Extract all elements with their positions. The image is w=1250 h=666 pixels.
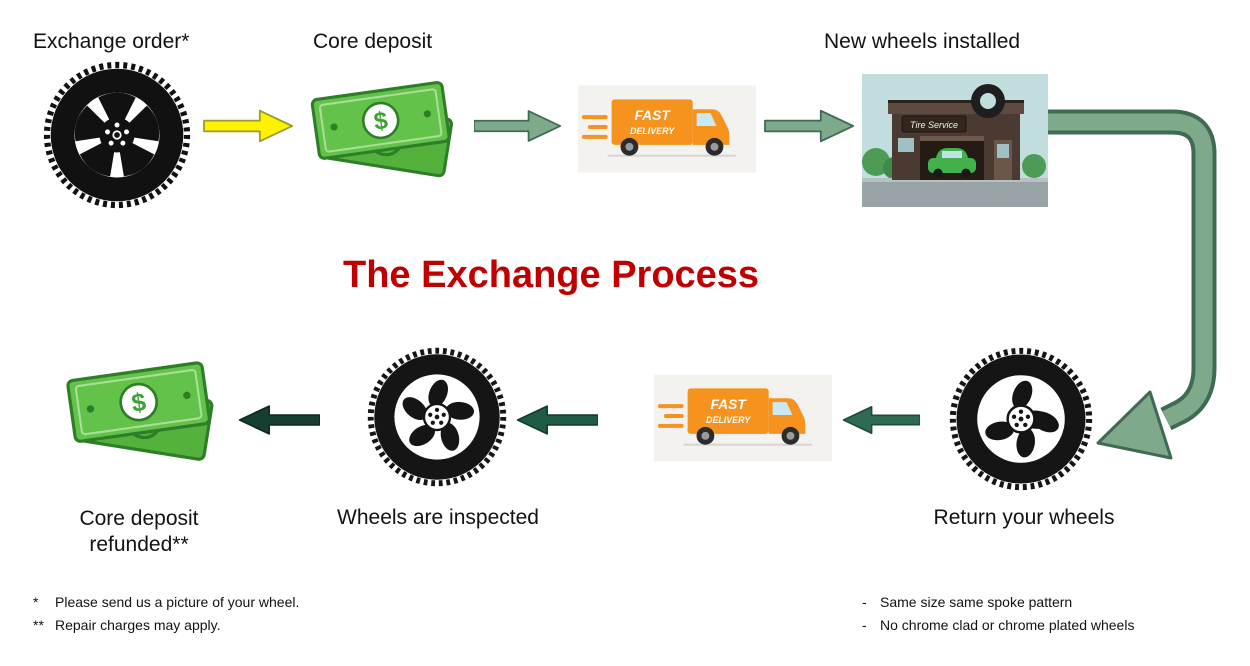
money-icon: $ $ <box>66 361 214 461</box>
footnote-text: No chrome clad or chrome plated wheels <box>880 617 1135 633</box>
svg-text:DELIVERY: DELIVERY <box>630 126 675 136</box>
page-title: The Exchange Process <box>343 254 760 296</box>
label-wheels-are-inspected: Wheels are inspected <box>337 506 539 529</box>
white-wheel-icon <box>949 347 1093 491</box>
arrow-left-dark-green <box>516 405 598 435</box>
svg-text:$: $ <box>372 107 390 136</box>
black-wheel-icon <box>43 61 191 209</box>
arrow-right-yellow <box>203 109 294 143</box>
label-new-wheels-installed: New wheels installed <box>824 30 1021 53</box>
footnote-row: ** Repair charges may apply. <box>33 617 299 633</box>
label-return-your-wheels: Return your wheels <box>933 506 1115 529</box>
arrow-left-darkest-green <box>238 405 320 435</box>
footnote-marker: ** <box>33 617 44 633</box>
delivery-truck-icon: FAST DELIVERY <box>654 374 832 462</box>
arrow-left-dark-green <box>842 405 920 435</box>
svg-text:FAST: FAST <box>634 107 671 123</box>
label-core-deposit: Core deposit <box>313 30 433 53</box>
footnote-marker: - <box>862 617 867 633</box>
footnote-row: - Same size same spoke pattern <box>862 594 1134 610</box>
tire-shop-icon: Tire Service <box>862 74 1048 207</box>
footnote-row: - No chrome clad or chrome plated wheels <box>862 617 1134 633</box>
arrow-right-green <box>764 109 855 143</box>
label-core-deposit-refunded: Core deposit refunded** <box>79 507 199 557</box>
footnote-text: Please send us a picture of your wheel. <box>55 594 300 610</box>
white-wheel-icon <box>367 347 507 487</box>
footnotes-right: - Same size same spoke pattern - No chro… <box>862 594 1134 640</box>
arrow-right-green <box>474 110 562 142</box>
delivery-truck-icon: FAST DELIVERY <box>578 85 756 173</box>
svg-text:DELIVERY: DELIVERY <box>706 415 751 425</box>
footnotes-left: * Please send us a picture of your wheel… <box>33 594 299 640</box>
footnote-marker: - <box>862 594 867 610</box>
footnote-marker: * <box>33 594 39 610</box>
svg-text:FAST: FAST <box>710 396 747 412</box>
curved-arrow-down <box>1048 109 1217 460</box>
svg-text:Tire Service: Tire Service <box>910 120 958 130</box>
footnote-text: Repair charges may apply. <box>55 617 221 633</box>
footnote-row: * Please send us a picture of your wheel… <box>33 594 299 610</box>
footnote-text: Same size same spoke pattern <box>880 594 1073 610</box>
money-icon: $ $ <box>310 81 454 178</box>
svg-text:$: $ <box>130 388 148 418</box>
label-exchange-order: Exchange order* <box>33 30 190 53</box>
